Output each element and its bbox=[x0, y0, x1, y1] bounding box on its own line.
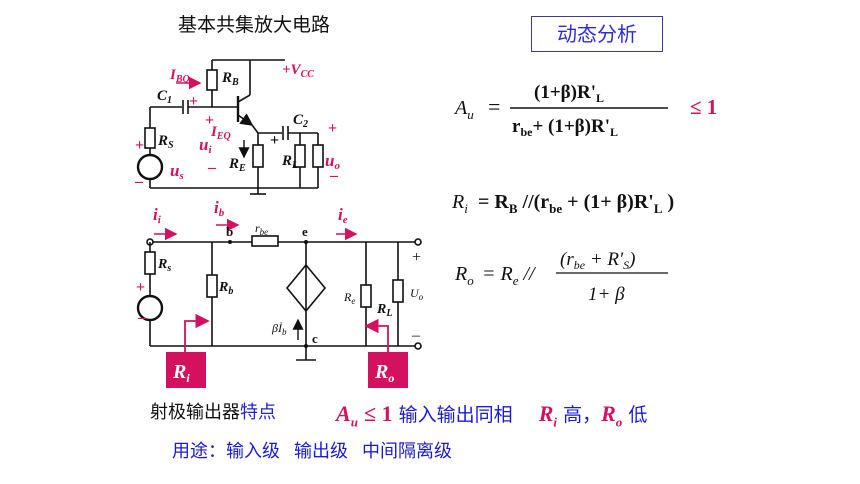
ri-box-label: Ri bbox=[172, 361, 190, 385]
node-c: c bbox=[312, 331, 318, 346]
usage-label: 用途： bbox=[172, 441, 226, 462]
plus-output: + bbox=[328, 120, 337, 137]
minus-source: – bbox=[134, 173, 144, 190]
feature-summary: Au ≤ 1 输入输出同相 Ri 高，Ro 低 bbox=[336, 400, 647, 430]
rb-label: RB bbox=[221, 70, 239, 88]
feature-au: Au bbox=[336, 401, 358, 430]
re-eq-resistor bbox=[360, 284, 372, 308]
slide-title: 基本共集放大电路 bbox=[178, 14, 331, 36]
top-circuit bbox=[136, 59, 324, 195]
svg-text:Au: Au bbox=[453, 97, 474, 122]
rs-eq-resistor bbox=[144, 251, 156, 275]
plus-c1: + bbox=[189, 93, 198, 110]
uo-label: uo bbox=[325, 151, 340, 172]
svg-text:Ri: Ri bbox=[451, 191, 468, 216]
feature-high: 高， bbox=[563, 404, 602, 426]
ibq-label: IBQ bbox=[169, 67, 190, 85]
plus-base: + bbox=[205, 112, 214, 129]
formula-ro: Ro = Re // (rbe + R'S) 1+ β bbox=[454, 249, 668, 305]
ro-box bbox=[368, 352, 408, 388]
usage-item-input: 输入级 bbox=[226, 441, 280, 462]
re-eq-label: Re bbox=[343, 290, 355, 306]
rl-label: RL bbox=[281, 153, 298, 171]
au-numerator: (1+β)R'L bbox=[534, 82, 604, 105]
us-label: us bbox=[170, 161, 184, 182]
ro-box-label: Ro bbox=[374, 361, 394, 385]
rb-resistor bbox=[206, 69, 218, 91]
rl-eq-resistor bbox=[392, 279, 404, 303]
feature-phase: 输入输出同相 bbox=[398, 404, 513, 426]
rs-resistor bbox=[144, 127, 156, 149]
plus-eq-source: + bbox=[136, 279, 145, 296]
ro-denominator: 1+ β bbox=[588, 284, 625, 305]
svg-text:Ro: Ro bbox=[454, 263, 474, 288]
ri-expression: = RB //(rbe + (1+ β)R'L ) bbox=[478, 191, 674, 216]
feature-label: 射极输出器 bbox=[150, 402, 240, 423]
ui-label: ui bbox=[199, 135, 212, 156]
svg-text:=: = bbox=[488, 94, 500, 119]
plus-c2: + bbox=[270, 132, 279, 149]
feature-heading: 射极输出器特点 bbox=[150, 398, 276, 424]
rbe-resistor bbox=[251, 235, 279, 247]
au-denominator: rbe+ (1+β)R'L bbox=[512, 116, 618, 139]
feature-le1: ≤ 1 bbox=[363, 401, 393, 426]
rl-eq-label: RL bbox=[376, 302, 392, 319]
feature-highlight: 特点 bbox=[240, 402, 276, 423]
rs-eq-label: Rs bbox=[157, 257, 171, 274]
ro-lhs-expression: = Re // bbox=[482, 263, 537, 288]
plus-eq-output: + bbox=[412, 249, 421, 266]
formula-ri: Ri = RB //(rbe + (1+ β)R'L ) bbox=[451, 191, 674, 216]
rs-label: RS bbox=[157, 133, 174, 151]
output-load bbox=[312, 144, 324, 168]
ri-box bbox=[166, 352, 206, 388]
minus-eq-output: – bbox=[411, 327, 421, 344]
usage-item-buffer: 中间隔离级 bbox=[362, 441, 452, 462]
au-le-one: ≤ 1 bbox=[690, 95, 717, 119]
c2-label: C2 bbox=[293, 112, 308, 130]
dynamic-analysis-badge[interactable]: 动态分析 bbox=[531, 16, 663, 52]
node-e: e bbox=[302, 224, 308, 239]
ieq-label: IEQ bbox=[210, 124, 231, 142]
c1-label: C1 bbox=[157, 88, 172, 106]
rbe-label: rbe bbox=[255, 221, 268, 237]
formula-au: Au = (1+β)R'L rbe+ (1+β)R'L ≤ 1 bbox=[453, 82, 717, 139]
usage-line: 用途：输入级输出级中间隔离级 bbox=[172, 437, 452, 463]
plus-source: + bbox=[135, 137, 144, 154]
node-b: b bbox=[226, 224, 233, 239]
rb-eq-label: Rb bbox=[218, 280, 233, 297]
re-resistor bbox=[252, 144, 264, 168]
ii-label: ii bbox=[153, 205, 162, 226]
beta-ib-label: βİb bbox=[271, 321, 287, 337]
uo-eq-label: Uo bbox=[410, 286, 424, 302]
minus-input: – bbox=[207, 159, 217, 176]
usage-item-output: 输出级 bbox=[294, 441, 348, 462]
minus-output: – bbox=[329, 167, 339, 184]
rb-eq-resistor bbox=[206, 274, 218, 298]
re-label: RE bbox=[228, 156, 246, 174]
ib-label: ib bbox=[214, 198, 225, 219]
minus-eq-source: – bbox=[137, 309, 147, 326]
ro-numerator: (rbe + R'S) bbox=[560, 249, 635, 272]
vcc-label: +VCC bbox=[282, 62, 314, 80]
feature-low: 低 bbox=[628, 404, 648, 426]
feature-ri: Ri bbox=[538, 401, 558, 430]
equivalent-circuit bbox=[136, 235, 422, 361]
feature-ro: Ro bbox=[601, 401, 623, 430]
ie-label: ie bbox=[338, 205, 348, 226]
